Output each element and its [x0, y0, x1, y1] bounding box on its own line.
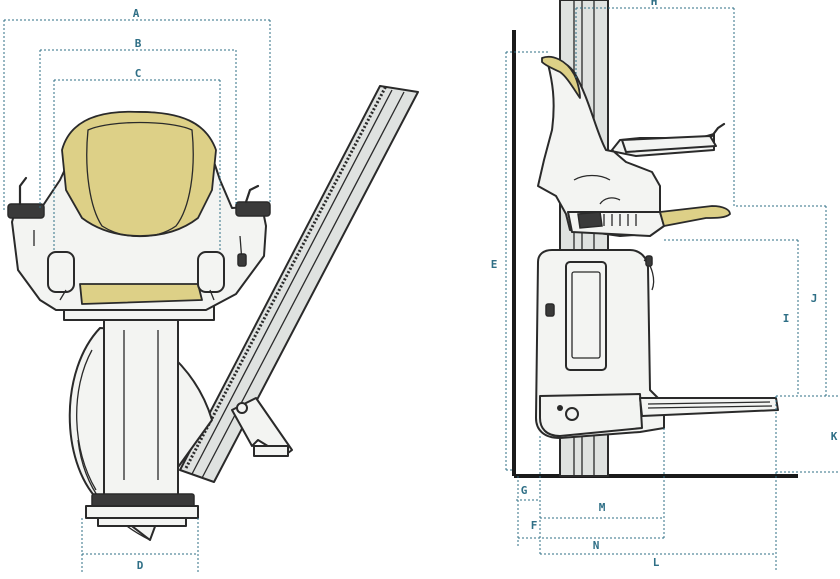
seat-cushion [79, 283, 203, 305]
label-f: F [531, 519, 538, 532]
label-m: M [599, 501, 606, 514]
rail-bracket [231, 397, 293, 457]
label-g: G [521, 484, 528, 497]
dimension-labels: A B C D E H I J K G M F N L [133, 0, 838, 572]
label-i: I [783, 312, 790, 325]
label-h: H [651, 0, 658, 8]
label-b: B [135, 37, 142, 50]
side-backrest-cushion [541, 55, 581, 99]
label-c: C [135, 67, 142, 80]
label-e: E [491, 258, 498, 271]
front-dimensions [3, 19, 271, 572]
footrest [85, 493, 199, 527]
armrest-left [7, 176, 45, 219]
label-n: N [593, 539, 600, 552]
front-view [7, 85, 419, 541]
label-k: K [831, 430, 838, 443]
side-dimensions [505, 7, 840, 570]
side-armrest [621, 122, 726, 153]
side-footrest [639, 397, 779, 417]
armrest-right [235, 184, 271, 217]
label-j: J [811, 292, 818, 305]
side-view [512, 0, 798, 478]
label-l: L [653, 556, 660, 569]
label-d: D [137, 559, 144, 572]
column [103, 317, 179, 499]
label-a: A [133, 7, 140, 20]
side-seat-cushion [659, 205, 731, 227]
